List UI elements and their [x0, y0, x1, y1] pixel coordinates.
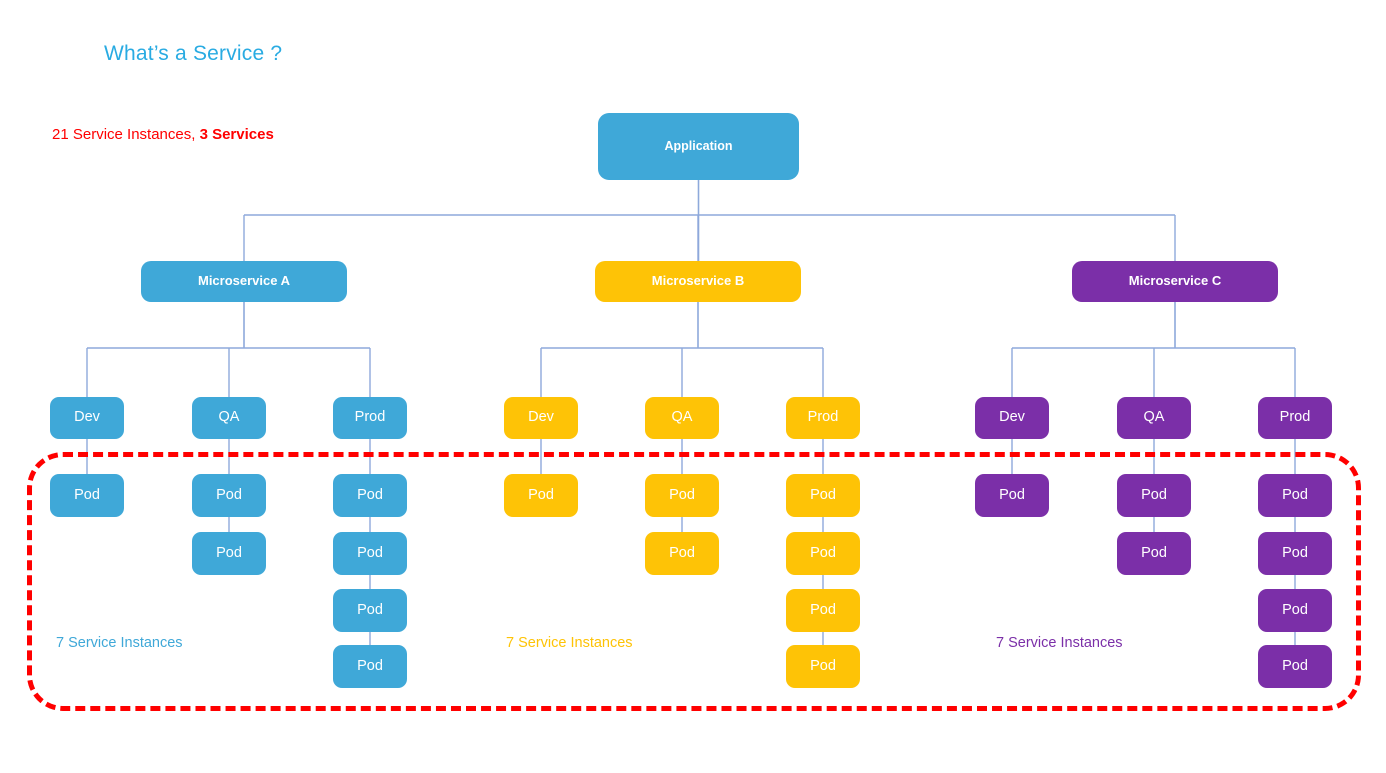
microservice-node-microservice-a[interactable]: Microservice A	[141, 261, 347, 302]
env-node-microservice-a-prod[interactable]: Prod	[333, 397, 407, 439]
env-node-microservice-c-prod-label: Prod	[1279, 409, 1311, 426]
pod-node-microservice-c-prod-4-label: Pod	[1282, 657, 1308, 674]
microservice-node-microservice-c[interactable]: Microservice C	[1072, 261, 1278, 302]
env-node-microservice-b-dev[interactable]: Dev	[504, 397, 578, 439]
pod-node-microservice-b-dev-1-label: Pod	[528, 486, 554, 503]
pod-node-microservice-b-prod-3[interactable]: Pod	[786, 589, 860, 632]
pod-node-microservice-a-prod-3[interactable]: Pod	[333, 589, 407, 632]
pod-node-microservice-a-qa-1-label: Pod	[216, 486, 242, 503]
application-node-label: Application	[664, 138, 733, 153]
pod-node-microservice-b-qa-2[interactable]: Pod	[645, 532, 719, 575]
pod-node-microservice-a-qa-2[interactable]: Pod	[192, 532, 266, 575]
pod-node-microservice-c-prod-3[interactable]: Pod	[1258, 589, 1332, 632]
pod-node-microservice-a-qa-2-label: Pod	[216, 544, 242, 561]
pod-node-microservice-c-qa-2-label: Pod	[1141, 544, 1167, 561]
env-node-microservice-a-prod-label: Prod	[354, 409, 386, 426]
env-node-microservice-b-qa[interactable]: QA	[645, 397, 719, 439]
pod-node-microservice-c-dev-1-label: Pod	[999, 486, 1025, 503]
microservice-node-microservice-c-label: Microservice C	[1128, 273, 1222, 289]
pod-node-microservice-c-prod-2[interactable]: Pod	[1258, 532, 1332, 575]
instances-label-microservice-c: 7 Service Instances	[996, 635, 1123, 651]
pod-node-microservice-b-prod-4-label: Pod	[810, 657, 836, 674]
pod-node-microservice-b-prod-1-label: Pod	[810, 486, 836, 503]
pod-node-microservice-c-qa-1[interactable]: Pod	[1117, 474, 1191, 517]
pod-node-microservice-b-prod-4[interactable]: Pod	[786, 645, 860, 688]
application-node[interactable]: Application	[598, 113, 799, 180]
pod-node-microservice-a-prod-1[interactable]: Pod	[333, 474, 407, 517]
pod-node-microservice-c-prod-2-label: Pod	[1282, 544, 1308, 561]
pod-node-microservice-a-prod-1-label: Pod	[357, 486, 383, 503]
env-node-microservice-a-dev-label: Dev	[74, 409, 100, 426]
env-node-microservice-b-dev-label: Dev	[528, 409, 554, 426]
microservice-node-microservice-b-label: Microservice B	[651, 273, 745, 289]
pod-node-microservice-b-prod-2-label: Pod	[810, 544, 836, 561]
pod-node-microservice-b-qa-1-label: Pod	[669, 486, 695, 503]
env-node-microservice-b-prod-label: Prod	[807, 409, 839, 426]
pod-node-microservice-a-qa-1[interactable]: Pod	[192, 474, 266, 517]
pod-node-microservice-a-prod-3-label: Pod	[357, 601, 383, 618]
env-node-microservice-a-qa[interactable]: QA	[192, 397, 266, 439]
instances-label-microservice-a: 7 Service Instances	[56, 635, 183, 651]
page-title: What’s a Service ?	[104, 42, 283, 65]
instances-label-microservice-b: 7 Service Instances	[506, 635, 633, 651]
env-node-microservice-b-qa-label: QA	[671, 409, 693, 426]
pod-node-microservice-c-qa-1-label: Pod	[1141, 486, 1167, 503]
env-node-microservice-a-qa-label: QA	[218, 409, 240, 426]
pod-node-microservice-b-prod-2[interactable]: Pod	[786, 532, 860, 575]
pod-node-microservice-c-prod-3-label: Pod	[1282, 601, 1308, 618]
instance-summary-count: 21 Service Instances,	[52, 126, 200, 143]
env-node-microservice-c-dev-label: Dev	[999, 409, 1025, 426]
microservice-node-microservice-b[interactable]: Microservice B	[595, 261, 801, 302]
env-node-microservice-b-prod[interactable]: Prod	[786, 397, 860, 439]
instance-summary: 21 Service Instances, 3 Services	[52, 126, 274, 143]
pod-node-microservice-c-qa-2[interactable]: Pod	[1117, 532, 1191, 575]
pod-node-microservice-c-prod-1-label: Pod	[1282, 486, 1308, 503]
env-node-microservice-c-qa-label: QA	[1143, 409, 1165, 426]
pod-node-microservice-a-dev-1[interactable]: Pod	[50, 474, 124, 517]
env-node-microservice-c-dev[interactable]: Dev	[975, 397, 1049, 439]
pod-node-microservice-b-prod-1[interactable]: Pod	[786, 474, 860, 517]
env-node-microservice-c-prod[interactable]: Prod	[1258, 397, 1332, 439]
pod-node-microservice-a-prod-4-label: Pod	[357, 657, 383, 674]
pod-node-microservice-b-prod-3-label: Pod	[810, 601, 836, 618]
env-node-microservice-a-dev[interactable]: Dev	[50, 397, 124, 439]
pod-node-microservice-a-prod-2[interactable]: Pod	[333, 532, 407, 575]
pod-node-microservice-c-dev-1[interactable]: Pod	[975, 474, 1049, 517]
pod-node-microservice-b-qa-2-label: Pod	[669, 544, 695, 561]
pod-node-microservice-a-prod-2-label: Pod	[357, 544, 383, 561]
pod-node-microservice-b-qa-1[interactable]: Pod	[645, 474, 719, 517]
instance-summary-services: 3 Services	[199, 126, 274, 143]
microservice-node-microservice-a-label: Microservice A	[197, 273, 290, 289]
pod-node-microservice-b-dev-1[interactable]: Pod	[504, 474, 578, 517]
env-node-microservice-c-qa[interactable]: QA	[1117, 397, 1191, 439]
pod-node-microservice-a-dev-1-label: Pod	[74, 486, 100, 503]
pod-node-microservice-a-prod-4[interactable]: Pod	[333, 645, 407, 688]
pod-node-microservice-c-prod-1[interactable]: Pod	[1258, 474, 1332, 517]
pod-node-microservice-c-prod-4[interactable]: Pod	[1258, 645, 1332, 688]
